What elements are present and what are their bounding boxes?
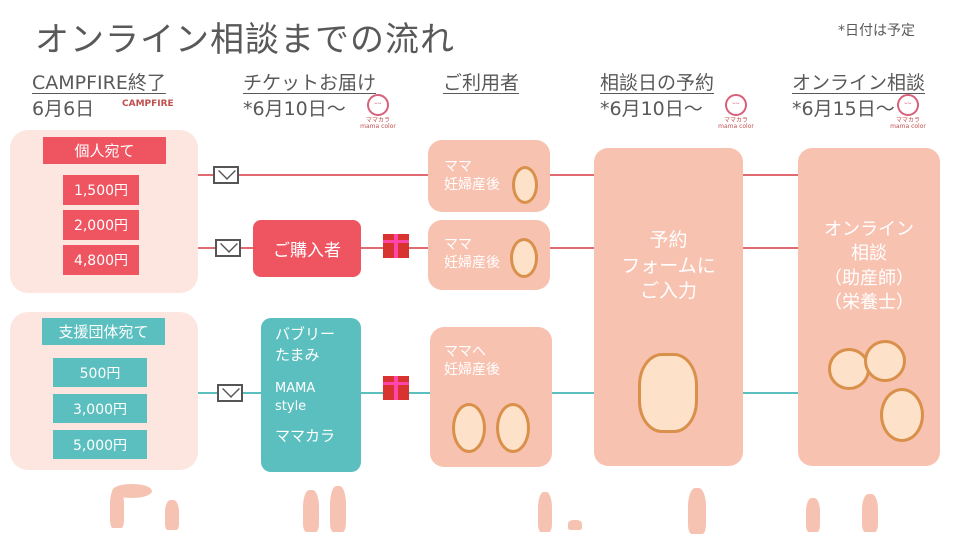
price-button[interactable]: 4,800円 (63, 245, 139, 275)
gift-icon (383, 234, 409, 258)
consult-box: オンライン相談（助産師）（栄養士） (798, 148, 940, 466)
partner-name: style (275, 399, 307, 415)
woman-silhouette (330, 486, 346, 532)
envelope-icon (215, 239, 241, 257)
price-button[interactable]: 5,000円 (53, 430, 147, 459)
envelope-icon (213, 166, 239, 184)
partner-name: ママカラ (275, 427, 336, 446)
step-header-campfire: CAMPFIRE終了 (32, 72, 166, 94)
balloons-silhouette (112, 484, 152, 498)
partners-box: バブリー たまみ MAMA style ママカラ (261, 318, 361, 472)
partner-name: MAMA (275, 381, 316, 396)
user-box: ママ妊婦産後 (428, 220, 550, 290)
schedule-note: *日付は予定 (838, 23, 915, 39)
step-date-campfire: 6月6日 (32, 98, 95, 120)
walking-dog-silhouette (538, 492, 552, 532)
dog-silhouette (568, 520, 582, 530)
gift-icon (383, 376, 409, 400)
envelope-icon (217, 384, 243, 402)
step-date-ticket: *6月10日～ (243, 98, 346, 120)
mother-illustration (510, 238, 538, 278)
girl-silhouette (688, 488, 706, 534)
group-illustration (864, 340, 906, 382)
step-date-consult: *6月15日～ (792, 98, 895, 120)
mother-illustration (512, 166, 538, 204)
price-button[interactable]: 1,500円 (63, 175, 139, 205)
price-button[interactable]: 3,000円 (53, 394, 147, 423)
page-title: オンライン相談までの流れ (35, 20, 455, 60)
group-label: 支援団体宛て (42, 318, 165, 345)
running-child-silhouette (862, 494, 878, 532)
group-illustration (828, 348, 870, 390)
reservation-box: 予約フォームにご入力 (594, 148, 743, 466)
group-illustration (880, 388, 924, 442)
woman-phone-illustration (638, 353, 698, 433)
user-box: ママへ妊婦産後 (430, 327, 552, 467)
price-button[interactable]: 500円 (53, 358, 147, 387)
step-header-ticket: チケットお届け (243, 72, 377, 94)
child-silhouette (110, 488, 124, 528)
step-date-reservation: *6月10日～ (600, 98, 703, 120)
individual-label: 個人宛て (43, 137, 166, 164)
user-box: ママ妊婦産後 (428, 140, 550, 212)
child-silhouette (165, 500, 179, 530)
partner-name: たまみ (275, 346, 320, 364)
step-header-consult: オンライン相談 (792, 72, 926, 94)
mother-illustration (452, 403, 486, 453)
partner-name: バブリー (275, 325, 336, 343)
woman-silhouette (303, 490, 319, 532)
running-child-silhouette (806, 498, 820, 532)
campfire-logo: CAMPFIRE (122, 99, 174, 109)
mother-illustration (496, 403, 530, 453)
price-button[interactable]: 2,000円 (63, 210, 139, 240)
purchaser-box: ご購入者 (253, 220, 361, 277)
step-header-reservation: 相談日の予約 (600, 72, 715, 94)
step-header-users: ご利用者 (443, 72, 520, 94)
